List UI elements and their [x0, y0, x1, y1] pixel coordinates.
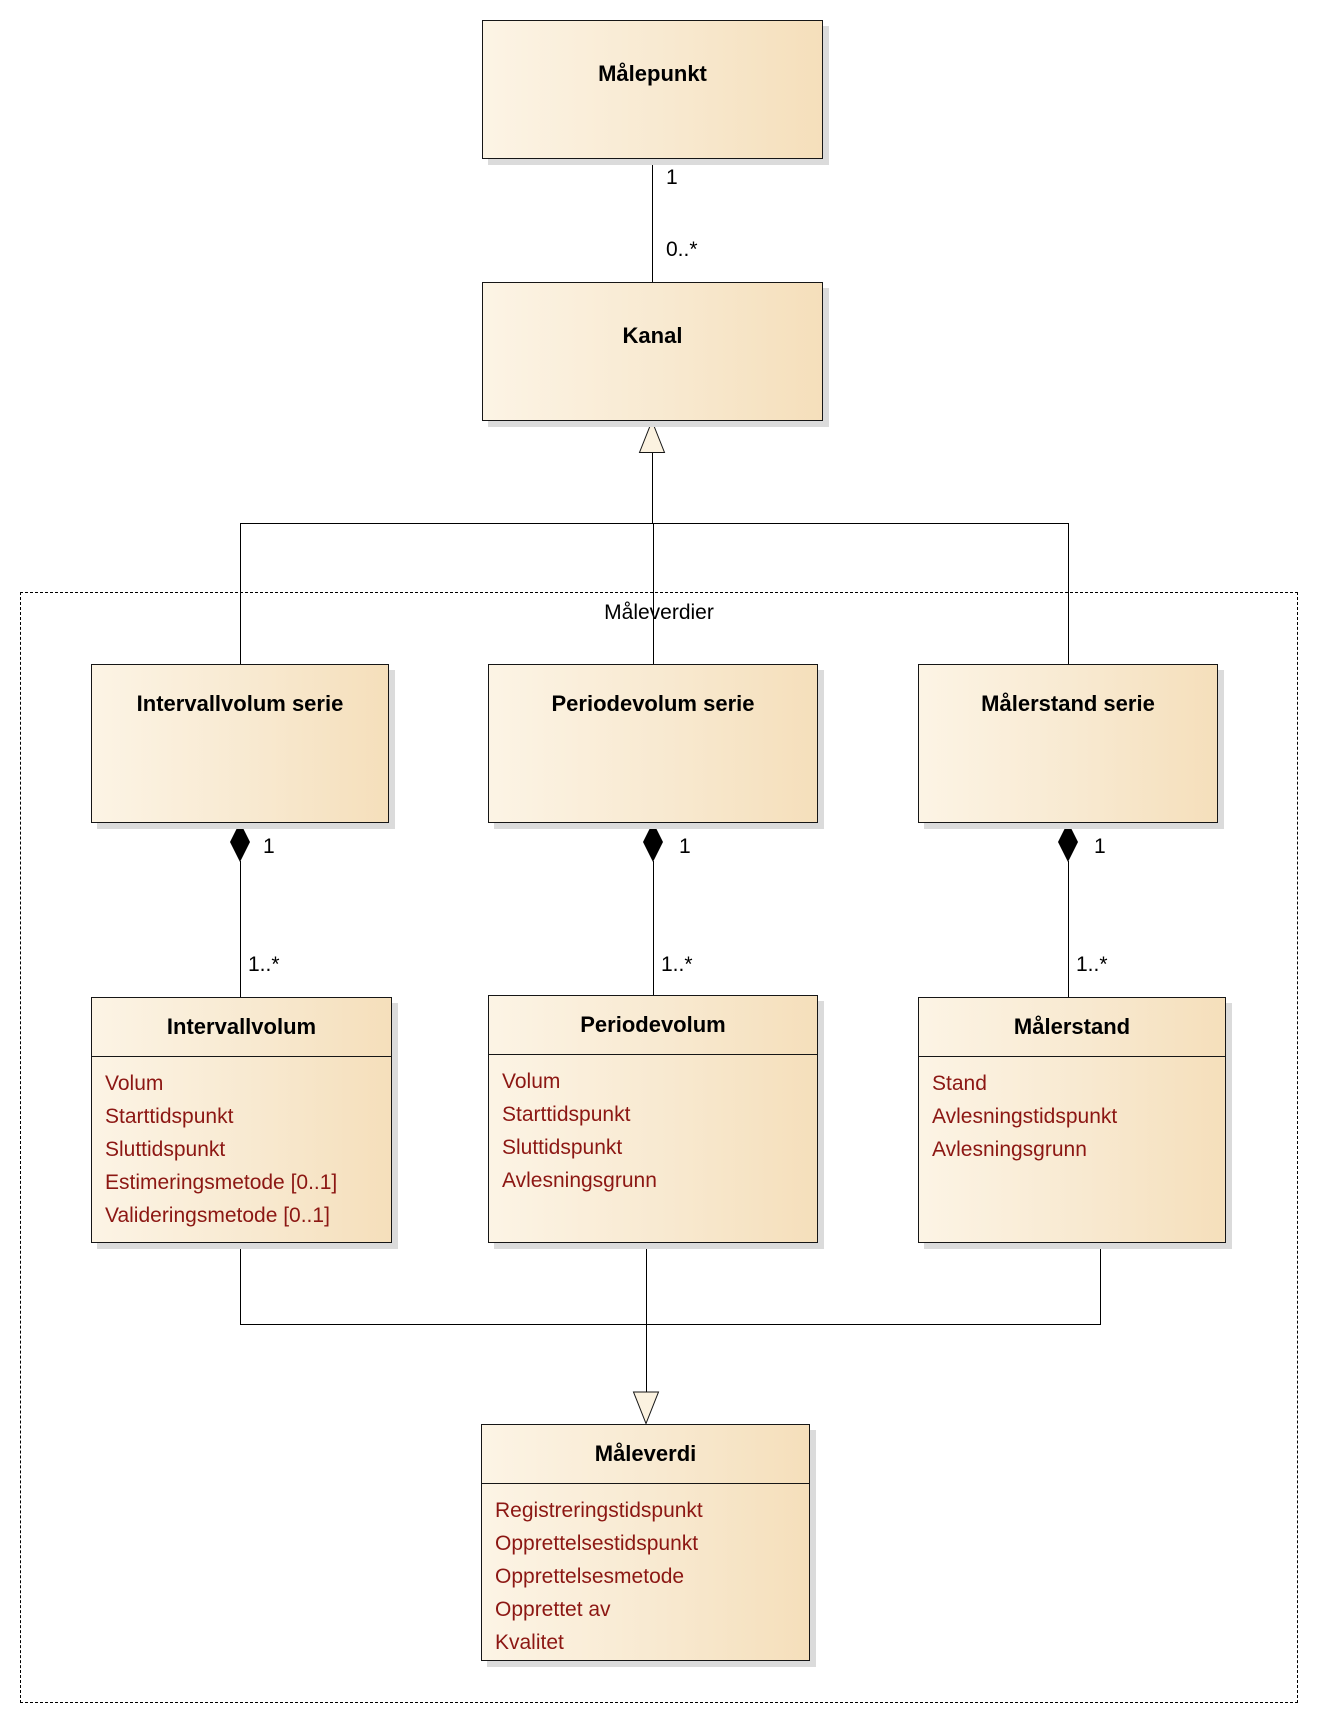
class-box-intervallvolum: Intervallvolum Volum Starttidspunkt Slut…	[91, 997, 392, 1243]
composition-line-malerstand	[1068, 861, 1069, 997]
class-title: Intervallvolum	[166, 1014, 317, 1039]
generalization-branch-line-bottom	[240, 1324, 1101, 1325]
class-attribute: Registreringstidspunkt	[495, 1499, 703, 1522]
attribute-compartment: Volum Starttidspunkt Sluttidspunkt Estim…	[92, 1057, 391, 1232]
multiplicity-label: 1	[1094, 835, 1106, 858]
class-attribute: Sluttidspunkt	[502, 1136, 623, 1159]
class-box-malerstand-serie: Målerstand serie	[918, 664, 1218, 823]
multiplicity-label: 1	[679, 835, 691, 858]
class-attribute: Opprettet av	[495, 1598, 611, 1621]
composition-diamond-icon	[1058, 822, 1078, 862]
composition-diamond-icon	[643, 822, 663, 862]
association-line-malepunkt-kanal	[652, 159, 653, 282]
multiplicity-label: 0..*	[666, 238, 698, 261]
attribute-compartment: Registreringstidspunkt Opprettelsestidsp…	[482, 1484, 809, 1659]
frame-label: Måleverdier	[604, 601, 714, 624]
class-attribute: Starttidspunkt	[105, 1105, 234, 1128]
class-attribute: Avlesningstidspunkt	[932, 1105, 1118, 1128]
multiplicity-label: 1	[263, 835, 275, 858]
class-attribute: Opprettelsesmetode	[495, 1565, 685, 1588]
attribute-compartment: Volum Starttidspunkt Sluttidspunkt Avles…	[489, 1055, 817, 1197]
multiplicity-label: 1..*	[248, 953, 280, 976]
multiplicity-label: 1	[666, 166, 678, 189]
class-attribute: Estimeringsmetode [0..1]	[105, 1171, 338, 1194]
class-box-malerstand: Målerstand Stand Avlesningstidspunkt Avl…	[918, 997, 1226, 1243]
class-attribute: Kvalitet	[495, 1631, 564, 1654]
class-attribute: Volum	[105, 1072, 164, 1095]
branch-drop-malerstand-serie	[1068, 523, 1069, 664]
class-attribute: Valideringsmetode [0..1]	[105, 1204, 330, 1227]
composition-line-intervallvolum	[240, 861, 241, 997]
class-box-intervallvolum-serie: Intervallvolum serie	[91, 664, 389, 823]
class-attribute: Sluttidspunkt	[105, 1138, 226, 1161]
generalization-drop-periodevolum	[646, 1243, 647, 1325]
class-attribute: Starttidspunkt	[502, 1103, 631, 1126]
class-attribute: Stand	[932, 1072, 987, 1095]
generalization-arrow-icon	[638, 420, 666, 453]
class-title: Måleverdi	[594, 1441, 697, 1466]
generalization-drop-intervallvolum	[240, 1243, 241, 1325]
frame-boundary-maleverdier	[20, 592, 1298, 1703]
composition-diamond-icon	[230, 822, 250, 862]
class-title: Kanal	[622, 323, 683, 348]
generalization-arrow-icon	[632, 1391, 660, 1425]
generalization-branch-line-top	[240, 523, 1069, 524]
attribute-compartment: Stand Avlesningstidspunkt Avlesningsgrun…	[919, 1057, 1225, 1166]
class-title: Periodevolum	[580, 1012, 726, 1037]
multiplicity-label: 1..*	[661, 953, 693, 976]
branch-drop-periodevolum-serie	[653, 523, 654, 664]
composition-line-periodevolum	[653, 861, 654, 995]
generalization-line-kanal	[652, 452, 653, 523]
class-attribute: Volum	[502, 1070, 561, 1093]
generalization-drop-malerstand	[1100, 1243, 1101, 1325]
class-title: Målerstand	[1013, 1014, 1131, 1039]
class-title: Målerstand serie	[981, 691, 1155, 716]
class-box-periodevolum-serie: Periodevolum serie	[488, 664, 818, 823]
class-title: Intervallvolum serie	[136, 691, 344, 716]
multiplicity-label: 1..*	[1076, 953, 1108, 976]
generalization-line-maleverdi	[646, 1324, 647, 1392]
class-title: Målepunkt	[598, 61, 707, 86]
class-title: Periodevolum serie	[551, 691, 755, 716]
class-box-maleverdi: Måleverdi Registreringstidspunkt Opprett…	[481, 1424, 810, 1661]
class-box-periodevolum: Periodevolum Volum Starttidspunkt Slutti…	[488, 995, 818, 1243]
class-box-kanal: Kanal	[482, 282, 823, 421]
class-attribute: Avlesningsgrunn	[502, 1169, 657, 1192]
class-attribute: Opprettelsestidspunkt	[495, 1532, 699, 1555]
class-attribute: Avlesningsgrunn	[932, 1138, 1087, 1161]
class-box-malepunkt: Målepunkt	[482, 20, 823, 159]
branch-drop-intervallvolum-serie	[240, 523, 241, 664]
